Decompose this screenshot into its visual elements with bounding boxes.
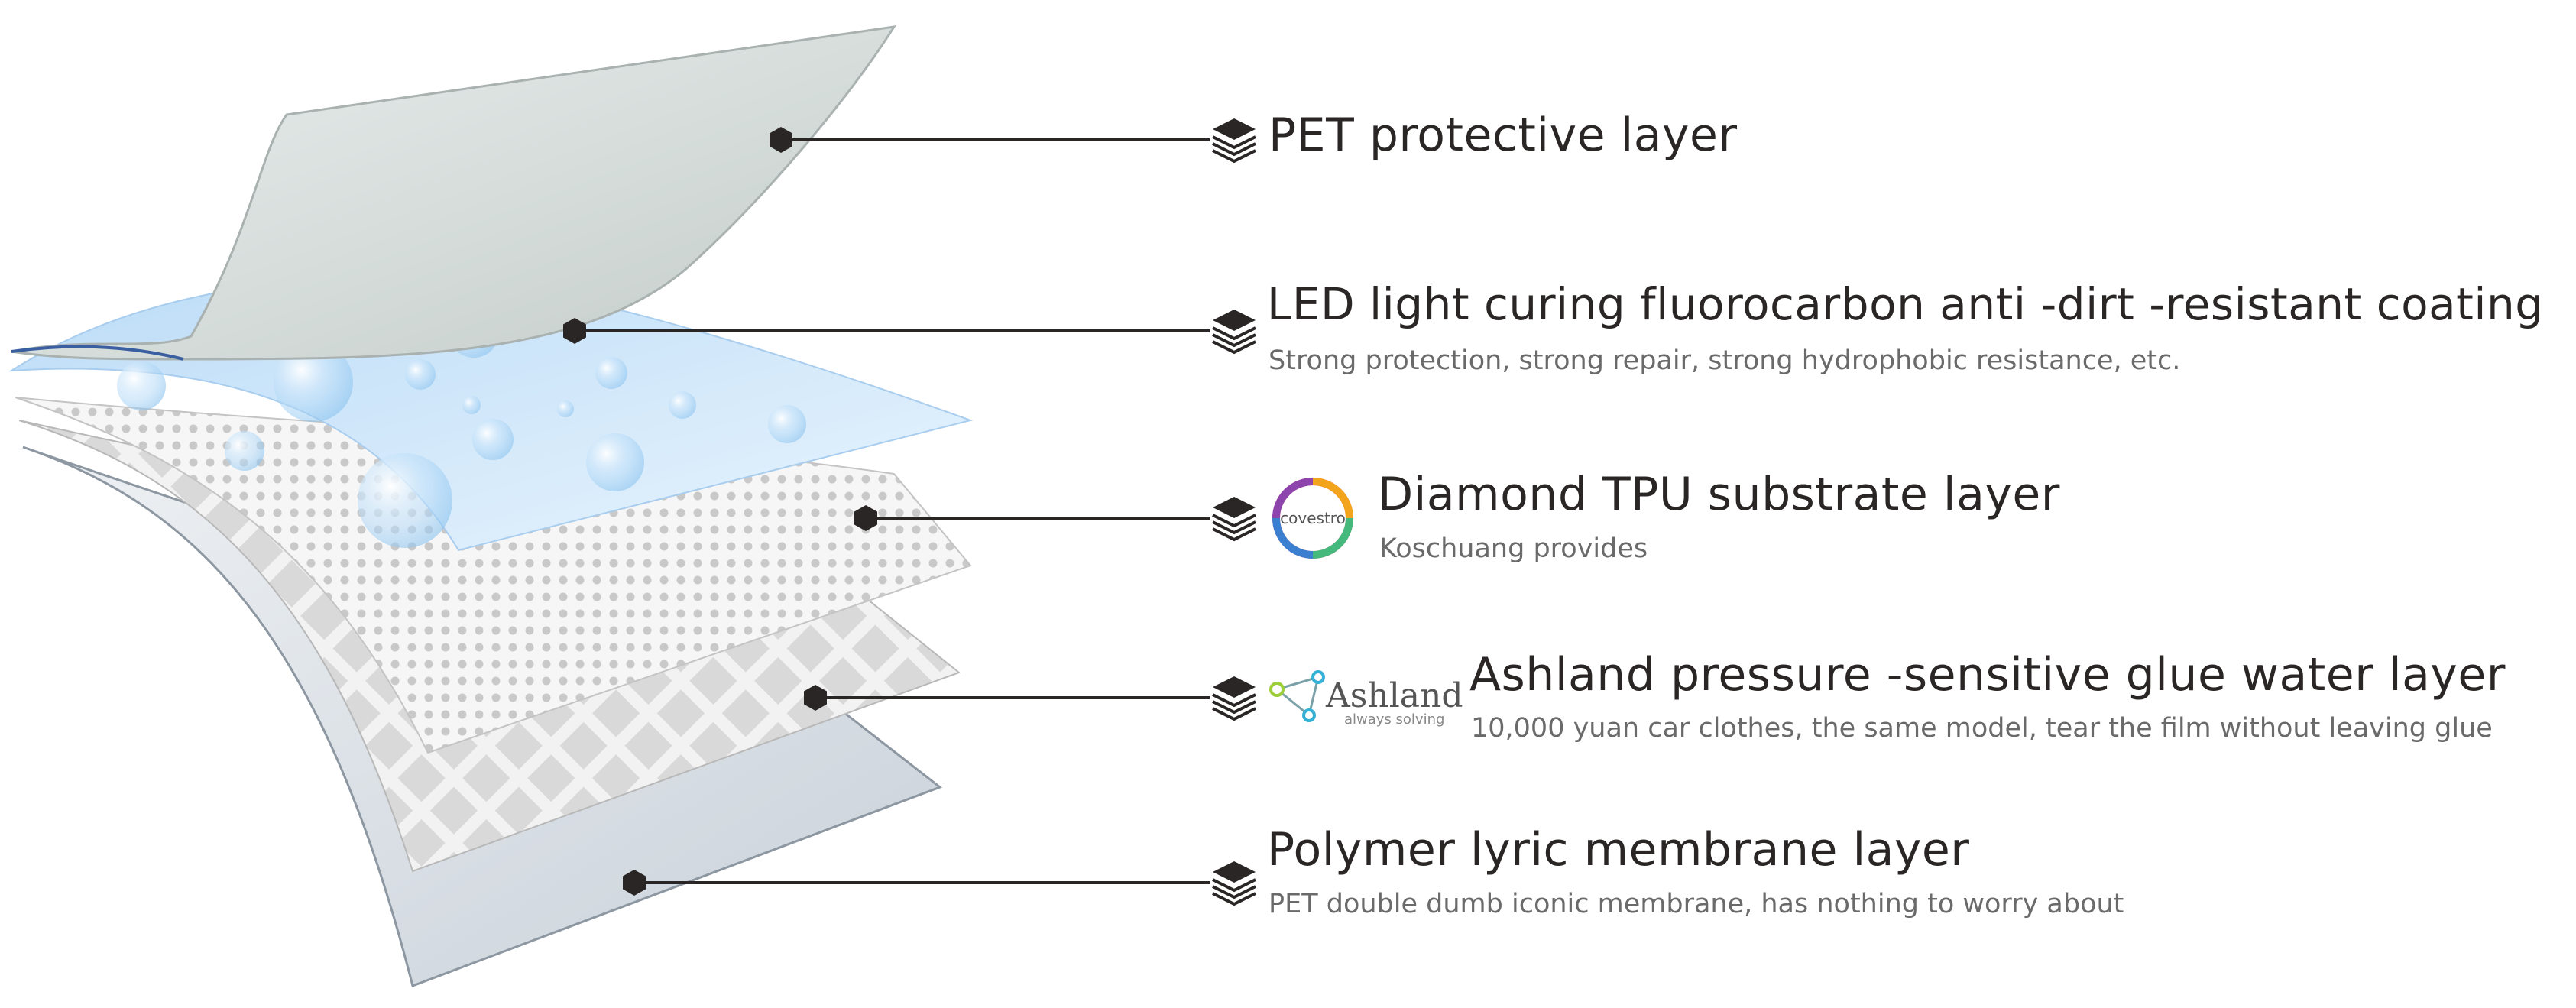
led-layer-subtitle: Strong protection, strong repair, strong… (1269, 345, 2181, 376)
tpu-layer-shape (15, 397, 972, 754)
polymer-layer-title: Polymer lyric membrane layer (1267, 823, 1970, 877)
covestro-wordmark: covestro (1280, 509, 1346, 527)
ashland-wordmark: Ashland (1325, 676, 1463, 715)
glue-layer-subtitle: 10,000 yuan car clothes, the same model,… (1471, 713, 2493, 744)
glue-layer-title: Ashland pressure -sensitive glue water l… (1469, 648, 2506, 702)
tpu-layer-title: Diamond TPU substrate layer (1378, 468, 2060, 521)
tpu-layer-subtitle: Koschuang provides (1379, 533, 1648, 564)
pet-layer-edge (11, 345, 184, 361)
ashland-tagline: always solving (1344, 711, 1444, 728)
pet-layer-title: PET protective layer (1269, 109, 1738, 162)
ashland-logo: Ashland always solving (1269, 670, 1463, 728)
hexagon-marker-icon (563, 127, 877, 896)
polymer-layer-subtitle: PET double dumb iconic membrane, has not… (1269, 889, 2124, 919)
covestro-logo: covestro (1272, 478, 1353, 559)
stacked-layers-icon (1212, 118, 1256, 906)
leader-lines (575, 138, 1210, 884)
pet-layer-shape (11, 25, 897, 361)
led-layer-title: LED light curing fluorocarbon anti -dirt… (1267, 278, 2544, 330)
